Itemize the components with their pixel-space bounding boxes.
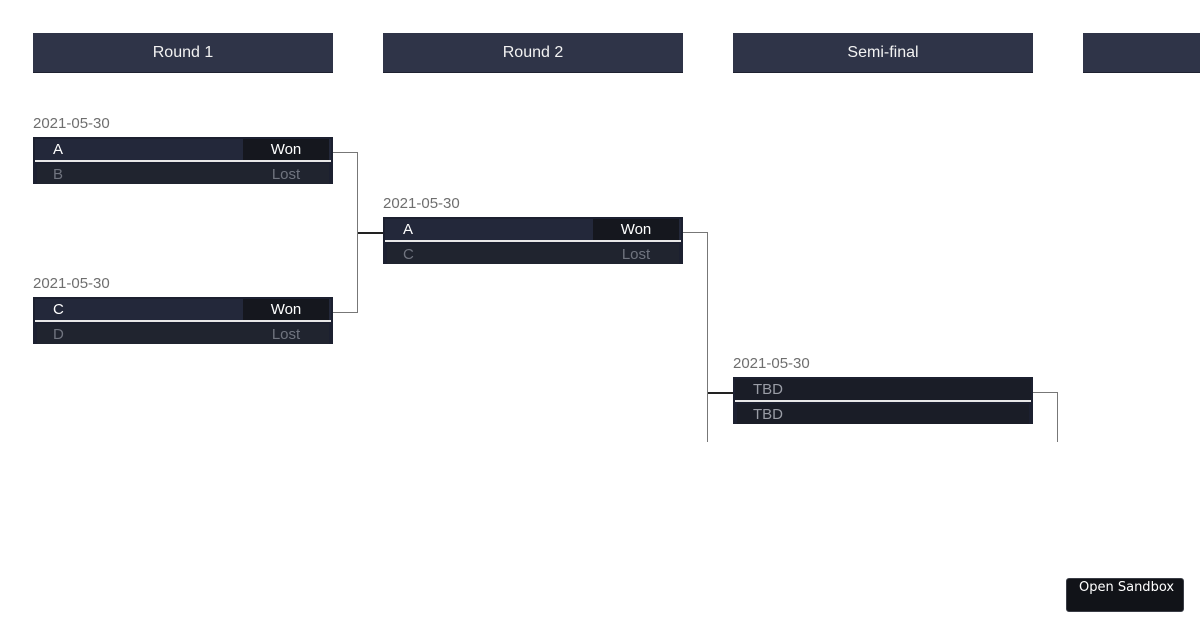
round-header-1: Round 1	[33, 33, 333, 73]
team-name: A	[53, 141, 64, 158]
team-result: Won	[243, 299, 329, 320]
match-date: 2021-05-30	[383, 195, 460, 212]
bracket-connector	[358, 232, 383, 234]
match-r1-1[interactable]: 2021-05-30 A Won B Lost	[33, 114, 333, 184]
bracket-connector	[357, 152, 358, 313]
team-name: TBD	[753, 381, 783, 398]
team-row-top[interactable]: TBD	[735, 379, 1031, 402]
match-sf-1[interactable]: 2021-05-30 TBD TBD	[733, 354, 1033, 424]
team-row-bottom[interactable]: B Lost	[37, 164, 329, 184]
match-r1-2[interactable]: 2021-05-30 C Won D Lost	[33, 274, 333, 344]
bracket-connector	[1057, 392, 1058, 442]
bracket-connector	[333, 312, 358, 313]
round-header-final	[1083, 33, 1200, 73]
team-result: Lost	[271, 165, 301, 183]
match-card[interactable]: TBD TBD	[733, 377, 1033, 424]
team-name: A	[403, 221, 414, 238]
team-row-top[interactable]: A Won	[385, 219, 681, 242]
match-card[interactable]: C Won D Lost	[33, 297, 333, 344]
team-row-top[interactable]: A Won	[35, 139, 331, 162]
team-row-top[interactable]: C Won	[35, 299, 331, 322]
team-result: Lost	[271, 325, 301, 343]
round-header-label: Round 1	[152, 43, 214, 61]
match-card[interactable]: A Won B Lost	[33, 137, 333, 184]
bracket-connector	[707, 232, 708, 442]
team-name: D	[53, 325, 64, 343]
round-header-label: Semi-final	[847, 43, 919, 61]
bracket-connector	[1033, 392, 1058, 393]
team-name: C	[53, 301, 64, 318]
match-r2-1[interactable]: 2021-05-30 A Won C Lost	[383, 194, 683, 264]
round-header-label: Round 2	[502, 43, 564, 61]
team-row-bottom[interactable]: TBD	[737, 404, 1029, 424]
match-date: 2021-05-30	[33, 115, 110, 132]
team-result: Won	[243, 139, 329, 160]
match-date: 2021-05-30	[33, 275, 110, 292]
match-date: 2021-05-30	[733, 355, 810, 372]
team-name: TBD	[753, 405, 783, 423]
open-sandbox-button[interactable]: Open Sandbox	[1066, 578, 1184, 612]
team-row-bottom[interactable]: D Lost	[37, 324, 329, 344]
team-row-bottom[interactable]: C Lost	[387, 244, 679, 264]
team-name: B	[53, 165, 64, 183]
match-card[interactable]: A Won C Lost	[383, 217, 683, 264]
team-name: C	[403, 245, 414, 263]
round-header-semi-final: Semi-final	[733, 33, 1033, 73]
bracket-connector	[683, 232, 708, 233]
team-result: Lost	[621, 245, 651, 263]
round-header-2: Round 2	[383, 33, 683, 73]
team-result: Won	[593, 219, 679, 240]
bracket-connector	[333, 152, 358, 153]
bracket-connector	[708, 392, 733, 394]
